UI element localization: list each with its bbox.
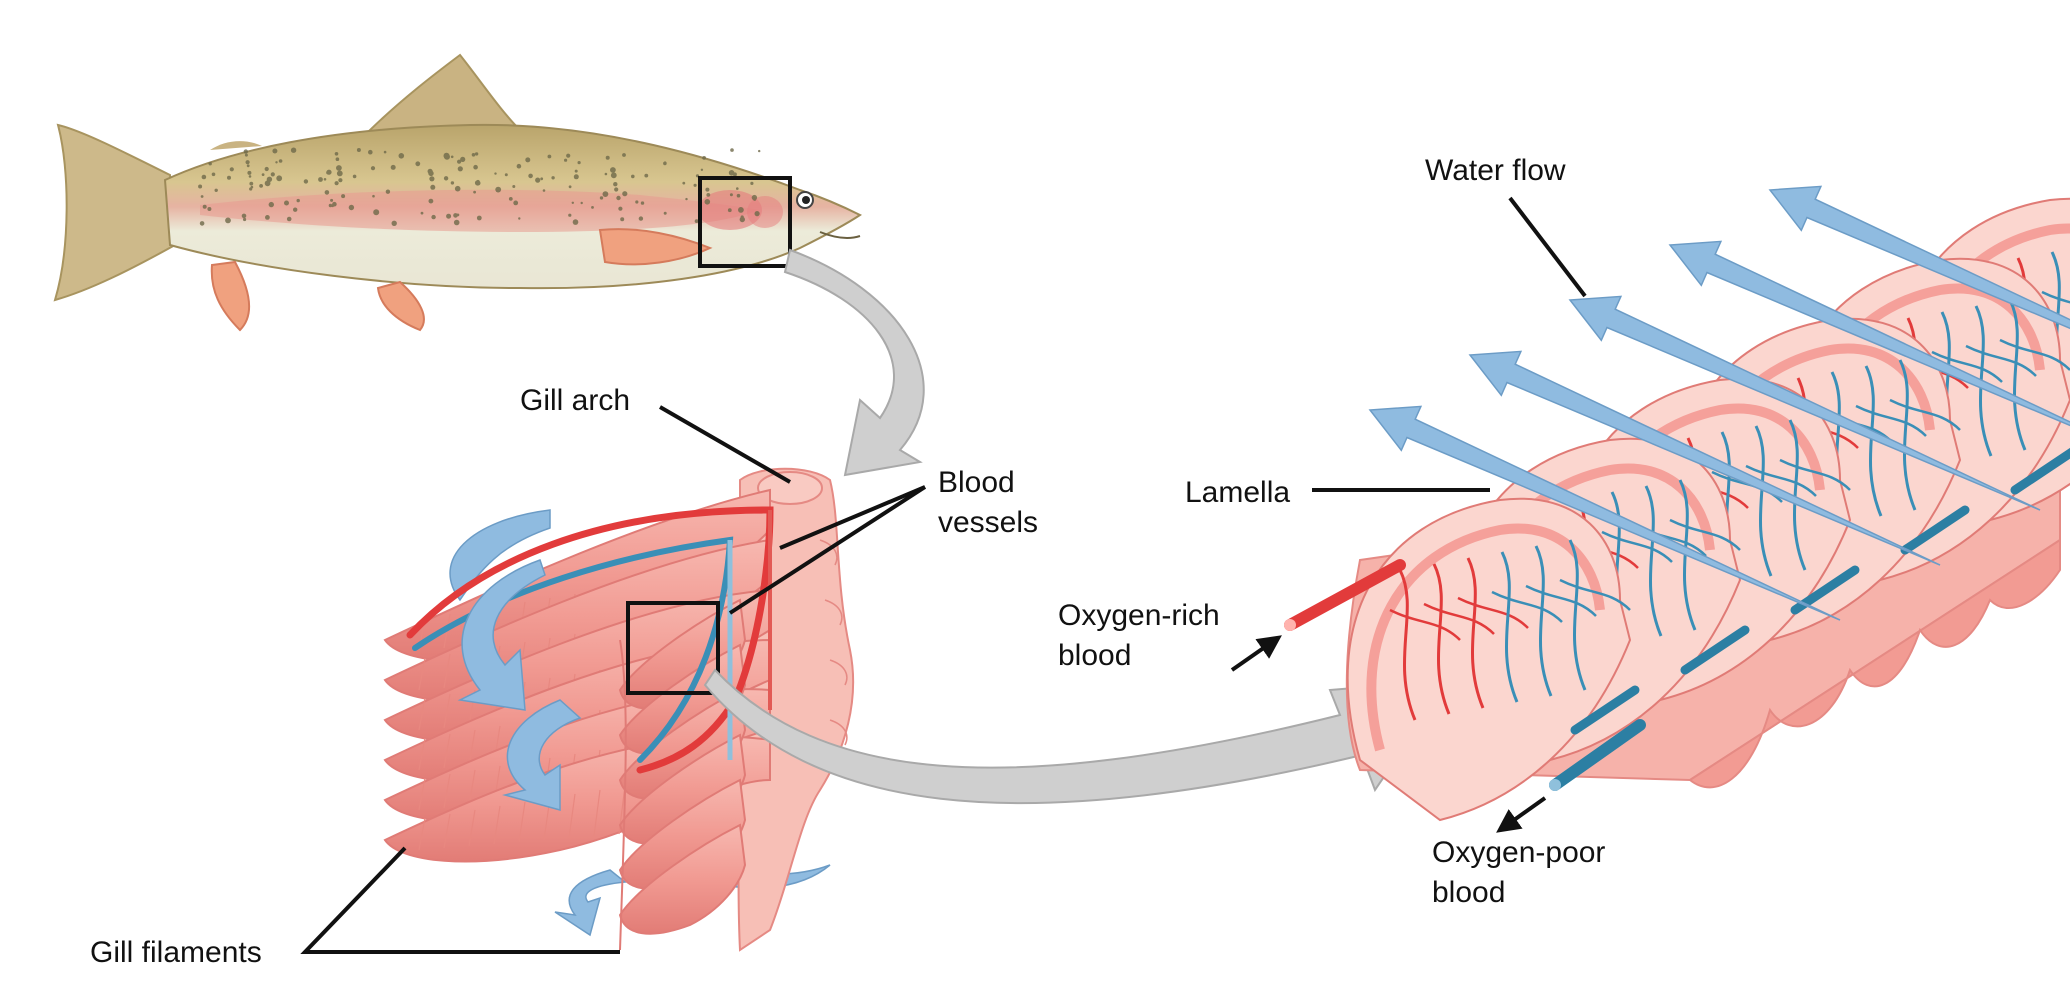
label-blood-vessels-line1: Blood (938, 466, 1015, 499)
trout-illustration (53, 53, 862, 332)
zoom-arrow-to-gill-arch (783, 248, 925, 477)
gill-filament (618, 823, 747, 935)
water-flow-arrows (1368, 185, 2070, 621)
gill-filaments-leader (300, 846, 620, 954)
leader-lines (300, 196, 1587, 954)
blood-vessels-leader-2 (728, 485, 927, 615)
tail-fin (53, 123, 177, 302)
label-oxygen-rich-line1: Oxygen-rich (1058, 599, 1220, 632)
oxygen-poor-arrow (1496, 796, 1547, 833)
label-gill-filaments: Gill filaments (90, 936, 262, 969)
gill-arch-illustration (383, 467, 855, 952)
label-gill-arch: Gill arch (520, 384, 630, 417)
pelvic-fin (376, 280, 425, 332)
fish-mouth (819, 231, 861, 240)
anal-fin (210, 260, 251, 332)
dorsal-fin (362, 53, 523, 137)
label-lamella: Lamella (1185, 476, 1290, 509)
filament-zoom-box (626, 601, 720, 695)
adipose-fin (210, 141, 262, 150)
lateral-stripe (200, 189, 760, 232)
oxygen-rich-outlet-vessel (1284, 559, 1406, 631)
label-oxygen-poor-line1: Oxygen-poor (1432, 836, 1605, 869)
oxygen-poor-inlet-vessel (1549, 719, 1646, 791)
water-flow-arrow (1568, 295, 2041, 511)
lamella (1346, 497, 1632, 822)
water-flow-arrow (1668, 240, 2070, 427)
gill-arch-leader (659, 405, 791, 484)
water-flow-leader (1508, 196, 1587, 298)
fish-spots (198, 147, 761, 226)
gill-arch-top (757, 471, 823, 505)
water-flow-arrow (1468, 350, 1941, 566)
oxygen-rich-arrow (1230, 635, 1282, 672)
lamellae-illustration (1284, 185, 2070, 822)
pectoral-fin (598, 228, 713, 266)
blood-vessels-leader-1 (779, 485, 926, 550)
water-flow-arrow (1368, 405, 1841, 621)
label-blood-vessels-line2: vessels (938, 506, 1038, 539)
label-water-flow: Water flow (1425, 154, 1566, 187)
lamellae (1346, 197, 2070, 822)
label-oxygen-rich-line2: blood (1058, 639, 1131, 672)
gill-zoom-box (698, 176, 792, 268)
water-flow-arrow (1768, 185, 2070, 330)
label-oxygen-poor-line2: blood (1432, 876, 1505, 909)
